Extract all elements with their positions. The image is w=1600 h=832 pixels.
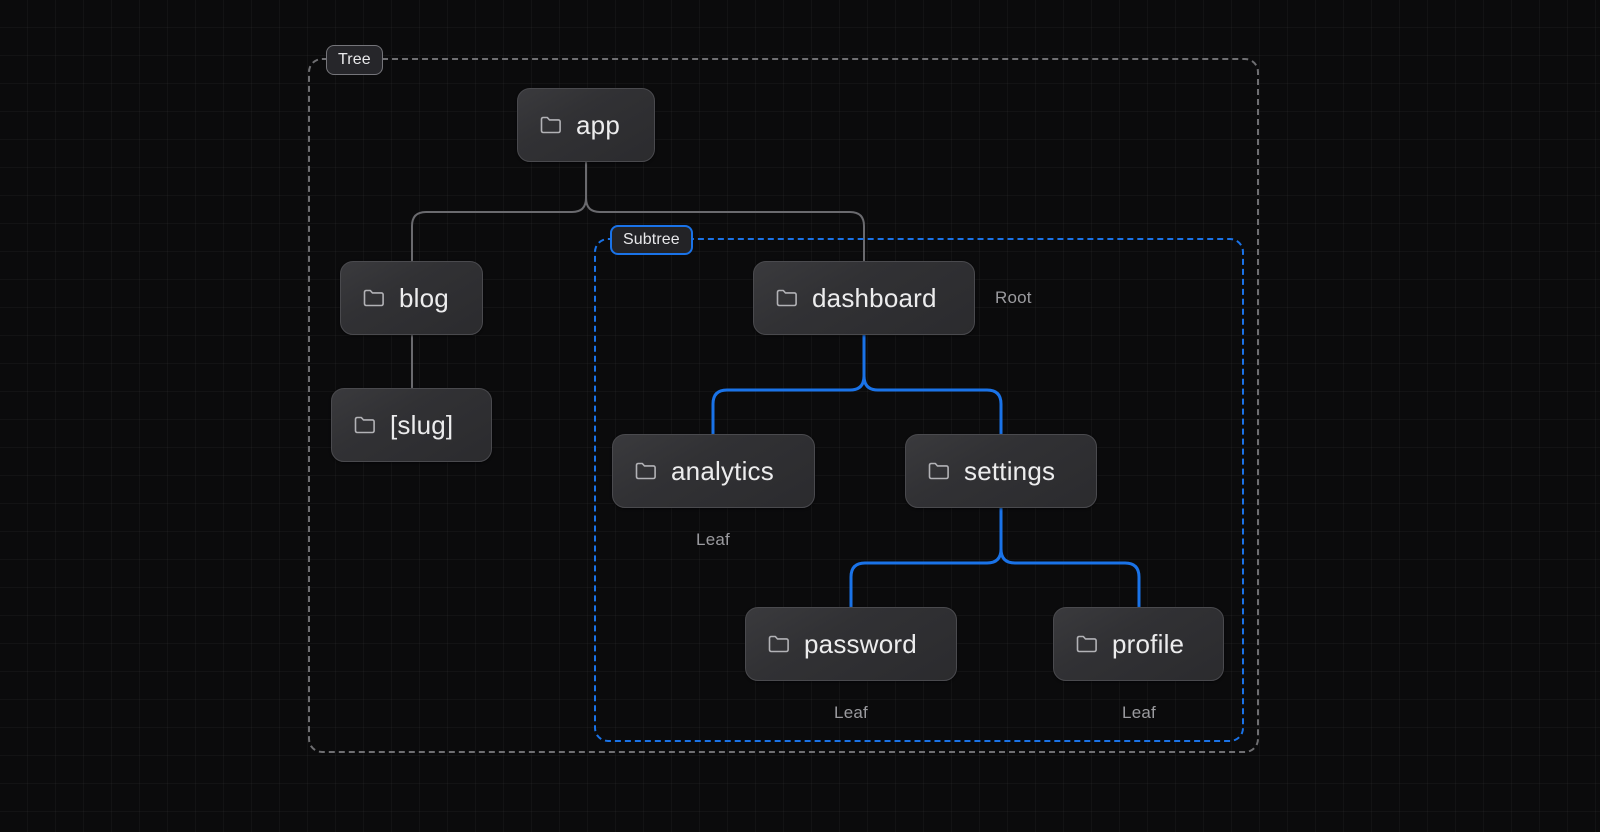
group-tree[interactable]: Tree: [308, 45, 1259, 753]
node-label-settings: settings: [964, 455, 1056, 486]
group-badge-subtree[interactable]: Subtree: [610, 225, 693, 255]
node-label-profile: profile: [1112, 628, 1185, 659]
node-label-password: password: [804, 628, 917, 659]
node-app[interactable]: app: [517, 88, 655, 162]
node-label-slug: [slug]: [390, 409, 454, 440]
leaf-profile: Leaf: [1122, 703, 1156, 722]
node-settings[interactable]: settings: [905, 434, 1097, 508]
node-blog[interactable]: blog: [340, 261, 483, 335]
root-label: Root: [995, 288, 1032, 307]
node-profile[interactable]: profile: [1053, 607, 1224, 681]
node-slug[interactable]: [slug]: [331, 388, 492, 462]
folder-icon: [1076, 635, 1097, 653]
node-analytics[interactable]: analytics: [612, 434, 815, 508]
folder-icon: [776, 289, 797, 307]
leaf-password: Leaf: [834, 703, 868, 722]
folder-icon: [354, 416, 375, 434]
folder-icon: [540, 116, 561, 134]
group-badge-tree[interactable]: Tree: [326, 45, 383, 75]
node-label-blog: blog: [399, 282, 449, 313]
folder-icon: [635, 462, 656, 480]
folder-icon: [363, 289, 384, 307]
folder-icon: [928, 462, 949, 480]
node-label-analytics: analytics: [671, 455, 774, 486]
folder-icon: [768, 635, 789, 653]
node-label-dashboard: dashboard: [812, 282, 937, 313]
node-dashboard[interactable]: dashboard: [753, 261, 975, 335]
leaf-analytics: Leaf: [696, 530, 730, 549]
node-password[interactable]: password: [745, 607, 957, 681]
group-subtree[interactable]: Subtree: [594, 225, 1244, 742]
node-label-app: app: [576, 109, 620, 140]
